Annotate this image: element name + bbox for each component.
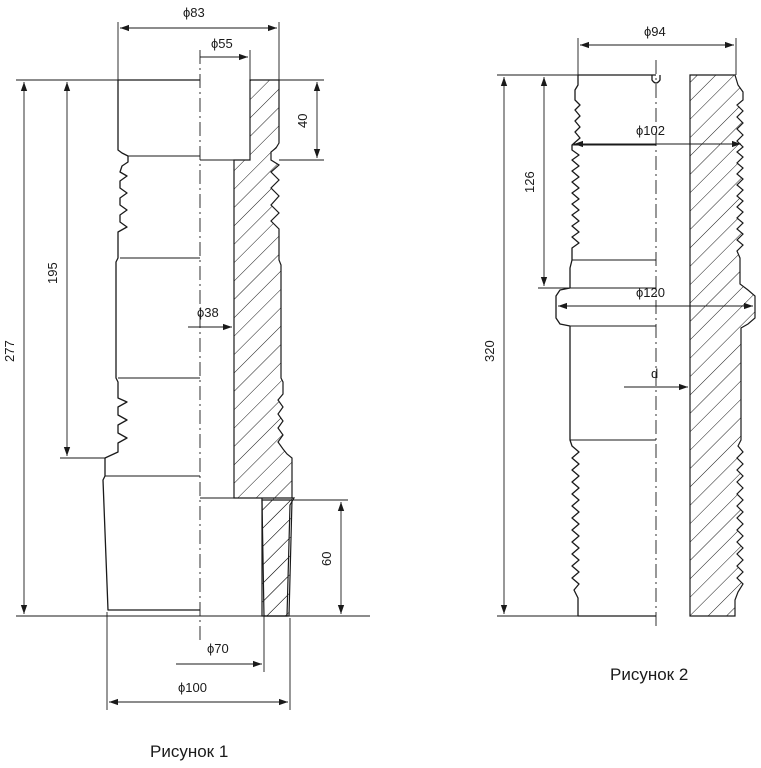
fig2-dim-h126: 126: [522, 171, 537, 193]
fig2-flange-lines: [570, 144, 656, 441]
fig2-dim-d: d: [651, 366, 658, 381]
figure-1: ϕ83 ϕ55 ϕ38 ϕ70 ϕ100 277 195 40: [2, 5, 370, 761]
fig1-bottom-wall: [261, 499, 293, 617]
fig1-dim-d38: ϕ38: [197, 305, 219, 320]
fig1-dim-d70: ϕ70: [207, 641, 229, 656]
fig2-section: [689, 74, 756, 617]
fig1-dim-h60: 60: [319, 552, 334, 566]
fig1-outer-contour: [102, 79, 200, 611]
fig2-outer-contour: [555, 74, 656, 617]
fig1-bore-lines: [200, 159, 262, 499]
fig2-dim-d94: ϕ94: [644, 24, 666, 39]
fig1-dim-h195: 195: [45, 262, 60, 284]
fig1-dim-h277: 277: [2, 340, 17, 362]
fig2-top-notch: [651, 75, 661, 84]
fig1-caption: Рисунок 1: [150, 742, 228, 761]
fig2-dim-d102: ϕ102: [636, 123, 665, 138]
fig2-caption: Рисунок 2: [610, 665, 688, 684]
fig1-dim-d83: ϕ83: [183, 5, 205, 20]
fig1-dim-h40: 40: [295, 114, 310, 128]
fig1-dim-d100: ϕ100: [178, 680, 207, 695]
fig2-dim-d120: ϕ120: [636, 285, 665, 300]
fig1-dim-d55: ϕ55: [211, 36, 233, 51]
fig1-outer-edges: [105, 155, 200, 477]
fig2-dim-h320: 320: [482, 340, 497, 362]
figure-2: ϕ94 ϕ102 ϕ120 d 320 126 Рисунок 2: [482, 24, 756, 684]
